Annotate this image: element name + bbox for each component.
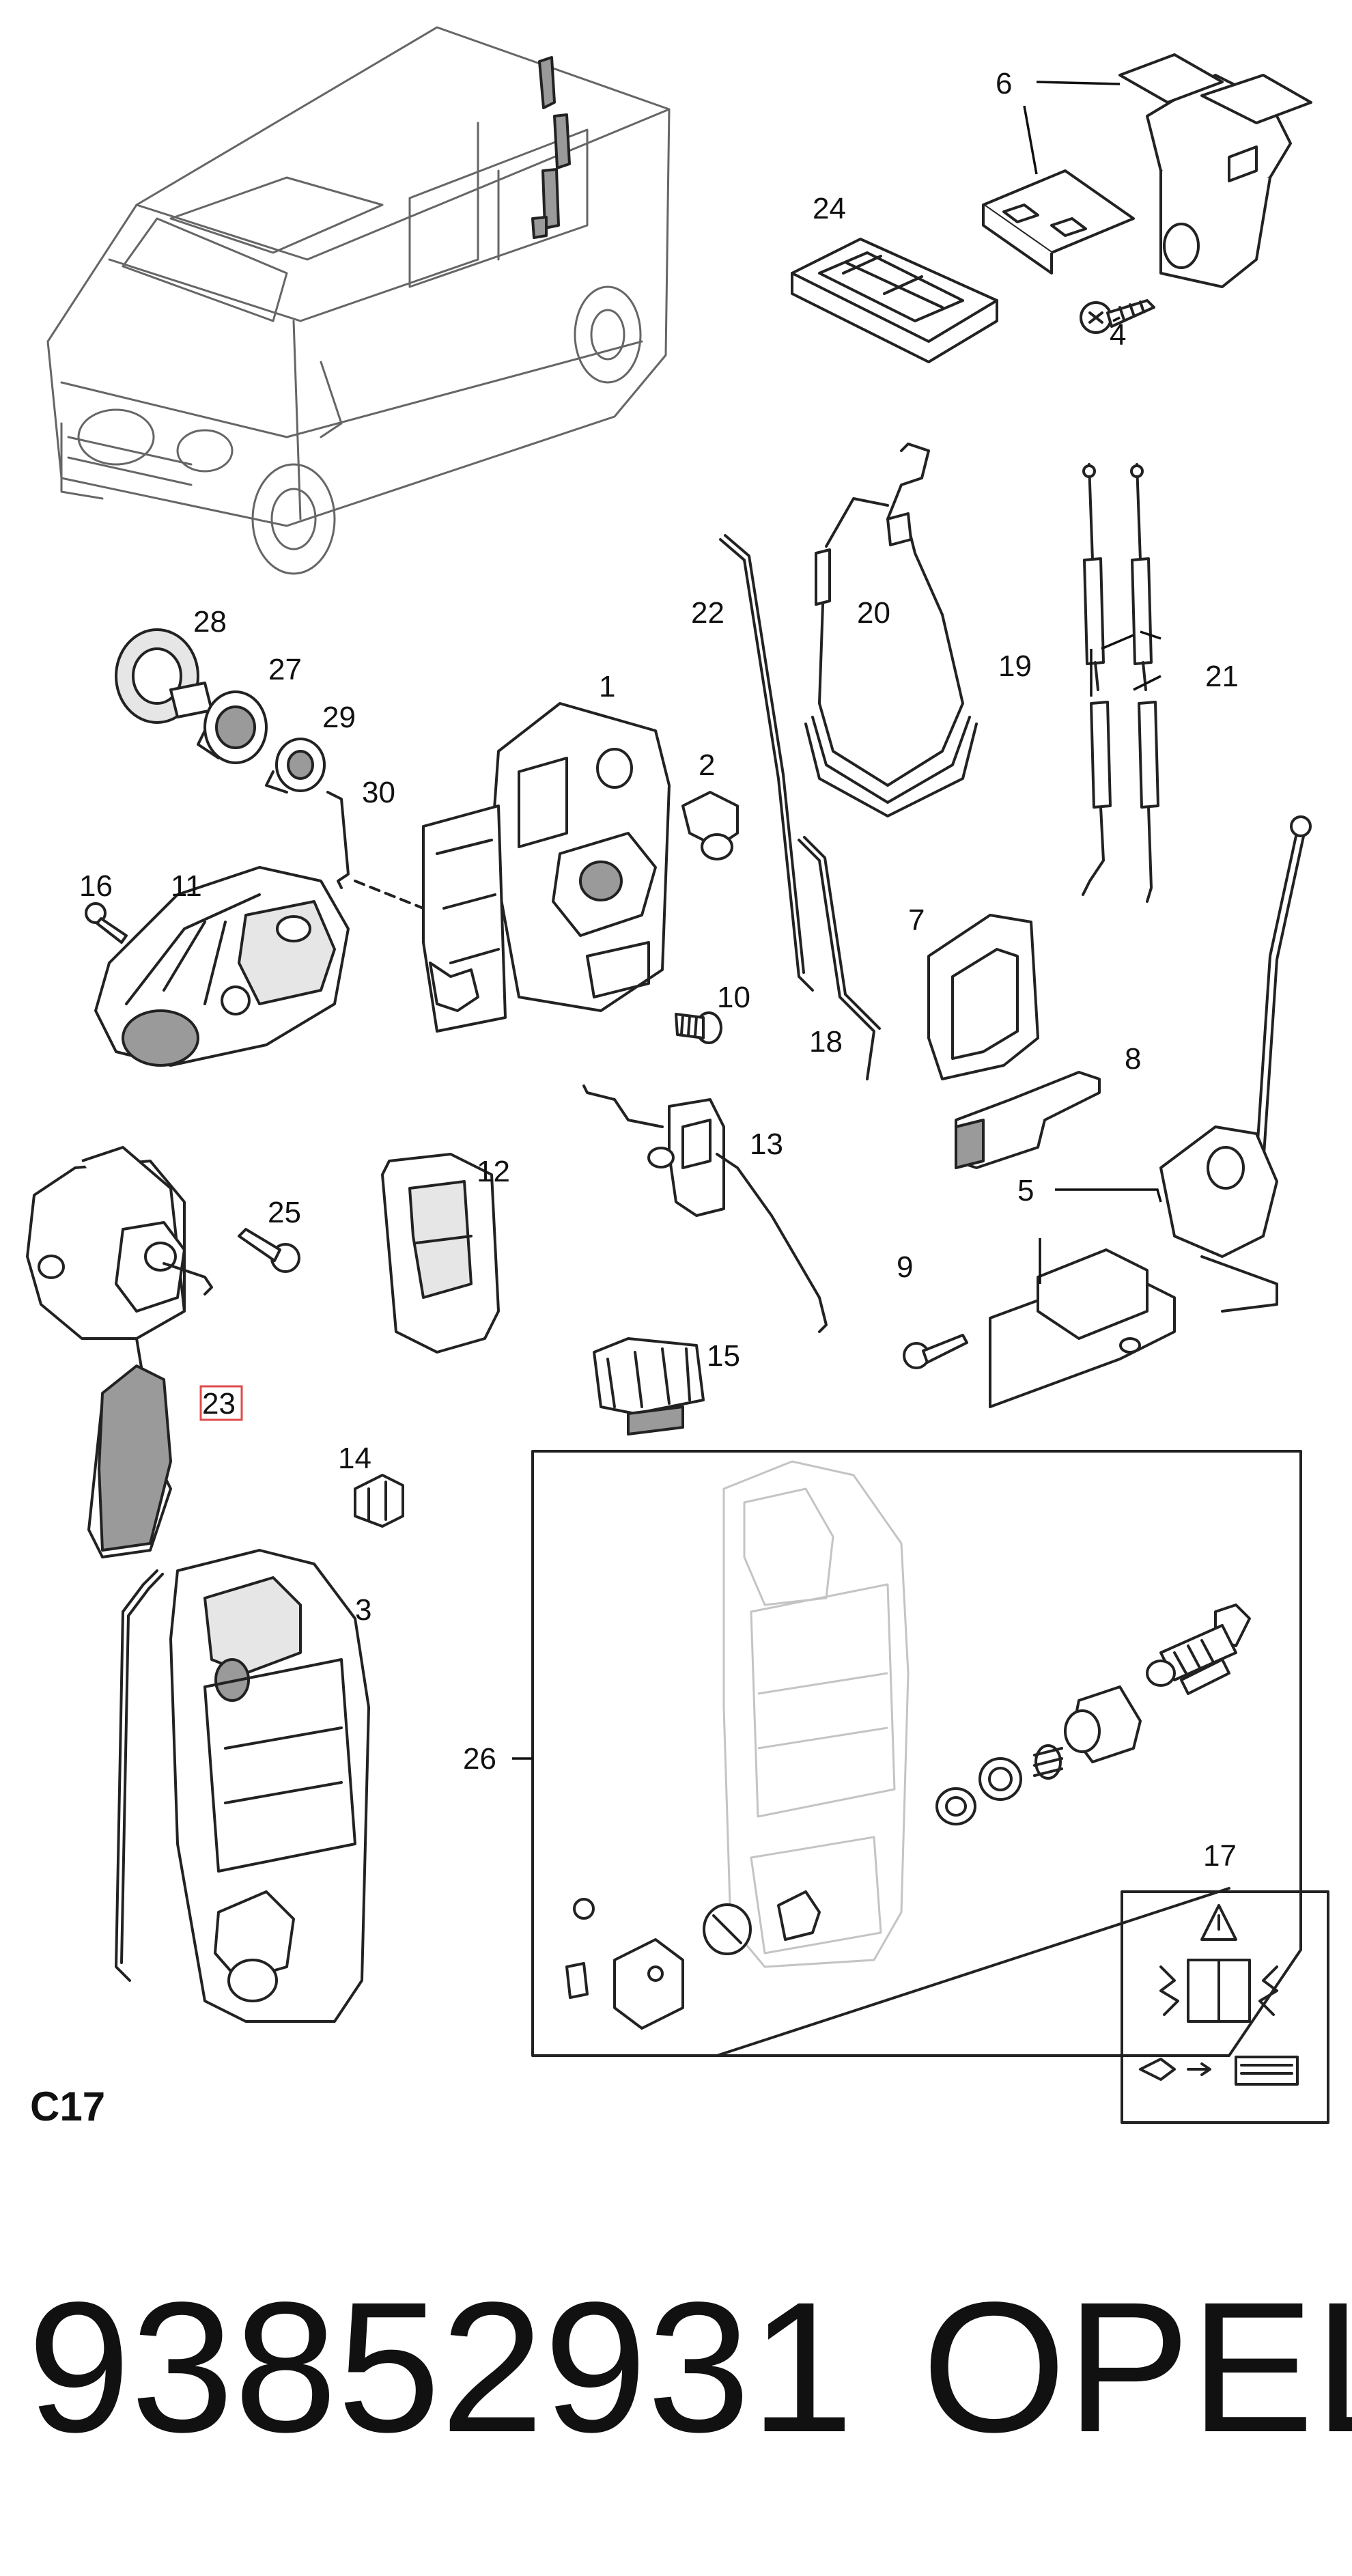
part-14-clip [354, 1474, 404, 1528]
part-1-lock-body [354, 702, 671, 1033]
part-19-21-cables [1082, 463, 1159, 903]
callout-13: 13 [750, 1128, 783, 1161]
callout-11: 11 [171, 869, 202, 903]
part-13-bracket-rod [582, 1084, 828, 1333]
part-29-ring [265, 738, 326, 794]
callout-28: 28 [193, 605, 227, 639]
part-28-gear [115, 628, 213, 724]
callout-17: 17 [1203, 1839, 1237, 1873]
part-6-lock-bracket [982, 53, 1312, 288]
callout-5: 5 [1017, 1174, 1034, 1207]
callout-30: 30 [362, 776, 395, 809]
part-15-clip [593, 1337, 705, 1436]
part-9-screw [903, 1334, 968, 1369]
part-12-handle-cover [381, 1153, 500, 1354]
brand-name: OPEL [922, 2263, 1352, 2471]
callout-25: 25 [268, 1196, 301, 1229]
part-7-seal-plate [927, 914, 1039, 1080]
section-code: C17 [30, 2084, 105, 2129]
callout-8: 8 [1125, 1042, 1141, 1076]
callout-15: 15 [707, 1339, 740, 1373]
callout-4: 4 [1110, 318, 1126, 352]
callout-7: 7 [908, 904, 925, 937]
leader-lines [512, 81, 1162, 1760]
callout-1: 1 [599, 670, 615, 703]
callout-26: 26 [463, 1742, 496, 1776]
part-25-screw [238, 1228, 300, 1273]
callout-2: 2 [699, 748, 715, 782]
callout-23-highlight [199, 1385, 243, 1421]
part-24-rubber-bumper [791, 238, 998, 363]
part-22-rod [719, 534, 814, 992]
part-number: 93852931 [27, 2263, 854, 2471]
callout-23: 23 [202, 1387, 236, 1420]
part-2-clip [681, 791, 739, 860]
callout-12: 12 [477, 1155, 510, 1188]
callout-29: 29 [322, 701, 356, 734]
part-18-rod [798, 836, 881, 1080]
van-illustration [46, 26, 671, 575]
part-3-door-handle-assembly [115, 1549, 370, 2023]
callout-18: 18 [809, 1025, 843, 1059]
callout-19: 19 [998, 649, 1032, 683]
part-11-inner-handle [94, 866, 350, 1067]
callout-20: 20 [857, 596, 890, 630]
part-30-spring [326, 791, 350, 889]
callout-14: 14 [338, 1442, 371, 1475]
part-20-cable [804, 443, 978, 817]
part-17-warning-label [1121, 1890, 1329, 2124]
part-27-cylinder [197, 690, 268, 764]
callout-21: 21 [1205, 660, 1239, 693]
callout-22: 22 [691, 596, 724, 630]
callout-3: 3 [355, 1593, 371, 1627]
part-5-sliding-lock [989, 815, 1312, 1408]
callouts: 6 24 4 22 20 19 21 28 27 29 30 1 2 16 11… [79, 67, 1239, 1873]
callout-27: 27 [268, 653, 302, 686]
callout-6: 6 [996, 67, 1012, 100]
part-8-block [955, 1071, 1101, 1169]
part-10-screw [675, 1011, 722, 1044]
callout-16: 16 [79, 869, 113, 903]
callout-10: 10 [717, 981, 750, 1014]
part-26-lock-set-frame [531, 1450, 1302, 2057]
callout-24: 24 [813, 192, 846, 225]
part-4-screw [1080, 299, 1155, 334]
callout-9: 9 [897, 1250, 913, 1284]
part-23-outer-handle [26, 1146, 213, 1558]
part-16-screw [85, 902, 128, 944]
